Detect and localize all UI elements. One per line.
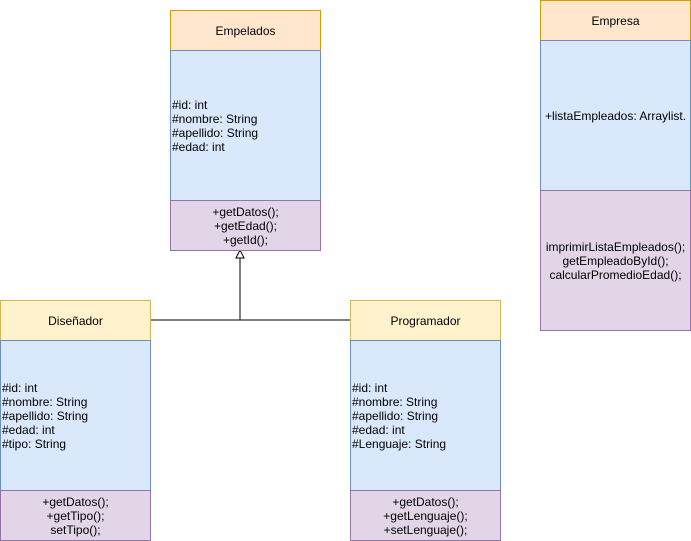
method-line: +getDatos(); [212, 204, 279, 219]
class-empresa-name: Empresa [591, 13, 640, 28]
class-disenador-methods[interactable]: +getDatos();+getTipo();setTipo(); [0, 490, 151, 541]
class-empleados-attributes[interactable]: #id: int#nombre: String#apellido: String… [170, 50, 321, 201]
attribute-line: +listaEmpleados: Arraylist. [544, 108, 687, 123]
connector-disenador-to-empleados[interactable] [150, 258, 241, 321]
attribute-line: #edad: int [172, 139, 225, 154]
class-disenador[interactable]: Diseñador #id: int#nombre: String#apelli… [0, 300, 151, 541]
attribute-line: #edad: int [352, 422, 405, 437]
method-line: getEmpleadoById(); [562, 253, 669, 268]
method-line: calcularPromedioEdad(); [549, 267, 682, 282]
class-programador[interactable]: Programador #id: int#nombre: String#apel… [350, 300, 501, 541]
inheritance-arrowhead-icon [235, 248, 245, 259]
method-line: +getTipo(); [46, 508, 105, 523]
class-empleados-methods[interactable]: +getDatos();+getEdad();+getId(); [170, 200, 321, 251]
class-empresa[interactable]: Empresa +listaEmpleados: Arraylist. impr… [540, 0, 691, 331]
attribute-line: #id: int [172, 97, 208, 112]
method-line: +getDatos(); [392, 494, 459, 509]
class-disenador-attributes[interactable]: #id: int#nombre: String#apellido: String… [0, 340, 151, 491]
attribute-line: #nombre: String [172, 111, 258, 126]
class-disenador-name: Diseñador [48, 313, 103, 328]
attribute-line: #Lenguaje: String [352, 436, 447, 451]
class-empresa-header[interactable]: Empresa [540, 0, 691, 41]
attribute-line: #apellido: String [2, 408, 89, 423]
attribute-line: #edad: int [2, 422, 55, 437]
class-disenador-header[interactable]: Diseñador [0, 300, 151, 341]
attribute-line: #id: int [2, 380, 38, 395]
attribute-line: #nombre: String [352, 394, 438, 409]
class-programador-attributes[interactable]: #id: int#nombre: String#apellido: String… [350, 340, 501, 491]
method-line: setTipo(); [50, 522, 101, 537]
class-programador-methods[interactable]: +getDatos();+getLenguaje();+setLenguaje(… [350, 490, 501, 541]
class-empresa-methods[interactable]: imprimirListaEmpleados();getEmpleadoById… [540, 190, 691, 331]
method-line: +getId(); [222, 232, 269, 247]
attribute-line: #apellido: String [172, 125, 259, 140]
class-empleados-header[interactable]: Empelados [170, 10, 321, 51]
attribute-line: #nombre: String [2, 394, 88, 409]
class-programador-header[interactable]: Programador [350, 300, 501, 341]
method-line: +getLenguaje(); [383, 508, 468, 523]
class-empleados-name: Empelados [215, 23, 276, 38]
attribute-line: #id: int [352, 380, 388, 395]
method-line: +setLenguaje(); [383, 522, 468, 537]
class-empleados[interactable]: Empelados #id: int#nombre: String#apelli… [170, 10, 321, 251]
method-line: +getDatos(); [42, 494, 109, 509]
class-empresa-attributes[interactable]: +listaEmpleados: Arraylist. [540, 40, 691, 191]
method-line: imprimirListaEmpleados(); [545, 239, 686, 254]
attribute-line: #tipo: String [2, 436, 67, 451]
method-line: +getEdad(); [213, 218, 278, 233]
class-programador-name: Programador [390, 313, 461, 328]
attribute-line: #apellido: String [352, 408, 439, 423]
